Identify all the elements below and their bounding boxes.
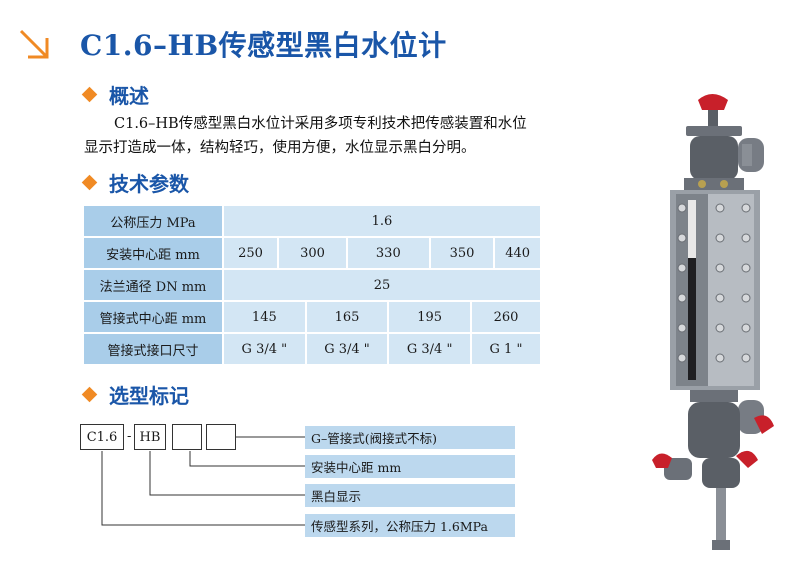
pressure-value: 1.6 xyxy=(224,206,542,238)
pipe-port-cell: G 3/4 " xyxy=(224,334,307,366)
section-model-label: 选型标记 xyxy=(109,384,189,408)
pipe-port-cell: G 3/4 " xyxy=(306,334,390,366)
page-title: C1.6–HB传感型黑白水位计 xyxy=(80,29,447,62)
table-row: 公称压力 MPa 1.6 xyxy=(84,206,542,238)
model-dash: - xyxy=(127,429,132,444)
model-label-display: 黑白显示 xyxy=(305,484,515,507)
section-params-label: 技术参数 xyxy=(109,172,189,196)
row-label-pipe-port: 管接式接口尺寸 xyxy=(84,334,224,366)
model-label-series: 传感型系列，公称压力 1.6MPa xyxy=(305,514,515,537)
water-level-gauge-illustration xyxy=(652,94,774,550)
section-model-heading: 选型标记 xyxy=(80,380,189,409)
center-distance-cell: 350 xyxy=(430,238,496,270)
row-label-pipe-center: 管接式中心距 mm xyxy=(84,302,224,334)
center-distance-cell: 250 xyxy=(224,238,280,270)
center-distance-cell: 440 xyxy=(495,238,542,270)
section-params-heading: 技术参数 xyxy=(80,168,189,197)
model-box-series: C1.6 xyxy=(80,424,124,450)
section-overview-label: 概述 xyxy=(109,84,149,108)
table-row: 管接式接口尺寸 G 3/4 " G 3/4 " G 3/4 " G 1 " xyxy=(84,334,542,366)
params-table: 公称压力 MPa 1.6 安装中心距 mm 250 300 330 350 44… xyxy=(84,206,542,366)
model-label-center-distance: 安装中心距 mm xyxy=(305,455,515,478)
model-box-hb: HB xyxy=(134,424,166,450)
row-label-flange: 法兰通径 DN mm xyxy=(84,270,224,302)
table-row: 法兰通径 DN mm 25 xyxy=(84,270,542,302)
section-overview-heading: 概述 xyxy=(80,80,149,109)
pipe-port-cell: G 1 " xyxy=(471,334,542,366)
pipe-center-cell: 145 xyxy=(224,302,307,334)
center-distance-cell: 330 xyxy=(348,238,431,270)
table-row: 管接式中心距 mm 145 165 195 260 xyxy=(84,302,542,334)
model-box-blank-2 xyxy=(206,424,236,450)
model-box-blank-1 xyxy=(172,424,202,450)
row-label-pressure: 公称压力 MPa xyxy=(84,206,224,238)
table-row: 安装中心距 mm 250 300 330 350 440 xyxy=(84,238,542,270)
row-label-center-distance: 安装中心距 mm xyxy=(84,238,224,270)
arrow-down-right-icon xyxy=(19,29,49,59)
pipe-port-cell: G 3/4 " xyxy=(389,334,472,366)
pipe-center-cell: 195 xyxy=(389,302,472,334)
pipe-center-cell: 260 xyxy=(471,302,542,334)
overview-line-2: 显示打造成一体，结构轻巧，使用方便，水位显示黑白分明。 xyxy=(84,140,476,156)
flange-value: 25 xyxy=(224,270,542,302)
center-distance-cell: 300 xyxy=(279,238,348,270)
overview-paragraph: C1.6–HB传感型黑白水位计采用多项专利技术把传感装置和水位 显示打造成一体，… xyxy=(84,112,624,160)
overview-line-1: C1.6–HB传感型黑白水位计采用多项专利技术把传感装置和水位 xyxy=(114,116,527,132)
pipe-center-cell: 165 xyxy=(306,302,390,334)
model-label-connection: G–管接式(阀接式不标) xyxy=(305,426,515,449)
